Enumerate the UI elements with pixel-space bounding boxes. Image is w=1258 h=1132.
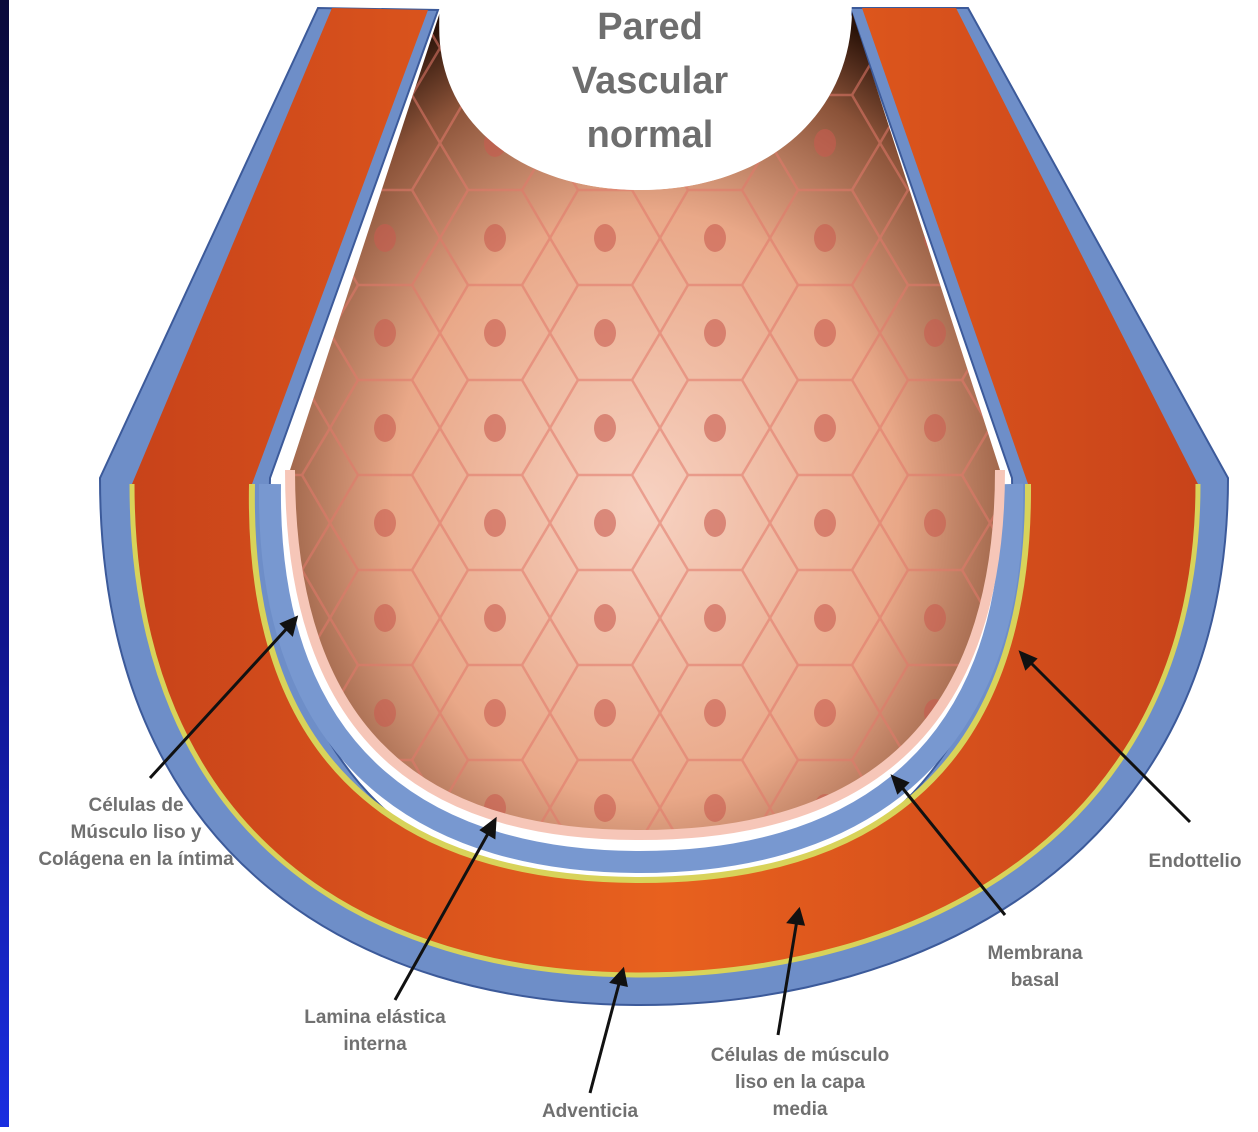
title-line-3: normal xyxy=(587,114,714,156)
label-membrana: Membrana basal xyxy=(960,940,1110,994)
label-adventicia: Adventicia xyxy=(525,1098,655,1125)
title-line-2: Vascular xyxy=(572,60,728,102)
label-media-cells: Células de músculo liso en la capa media xyxy=(680,1042,920,1123)
label-endotelio: Endottelio xyxy=(1132,848,1258,875)
label-intima-cells: Células de Músculo liso y Colágena en la… xyxy=(8,792,264,873)
slide-edge-band xyxy=(0,0,9,1127)
label-lamina: Lamina elástica interna xyxy=(280,1004,470,1058)
diagram-title: Pared Vascular normal xyxy=(520,0,780,162)
title-line-1: Pared xyxy=(597,6,703,48)
